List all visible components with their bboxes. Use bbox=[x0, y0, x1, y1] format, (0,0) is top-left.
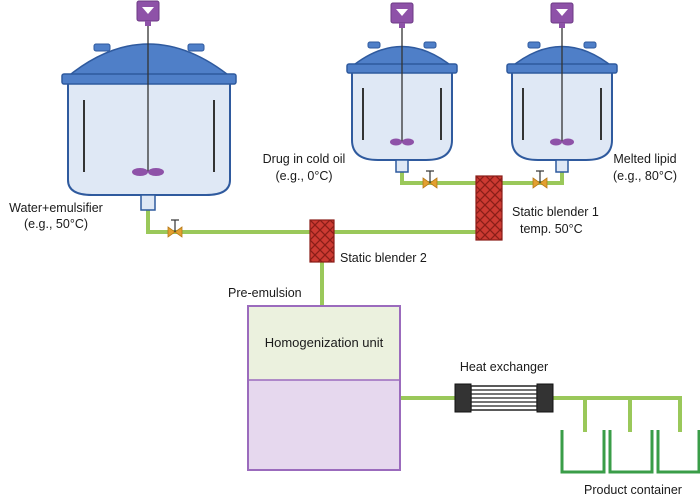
label-water-1: Water+emulsifier bbox=[9, 201, 103, 215]
valve-water-icon bbox=[167, 219, 183, 238]
pipe-hx-out bbox=[553, 396, 682, 432]
label-blender1-1: Static blender 1 bbox=[512, 205, 599, 219]
product-container-3 bbox=[656, 430, 700, 474]
motor-icon bbox=[390, 2, 414, 29]
tank-drug bbox=[346, 2, 458, 173]
valve-drug-icon bbox=[422, 170, 438, 189]
static-blender-2 bbox=[309, 219, 335, 263]
label-product-container: Product container bbox=[584, 483, 682, 497]
motor-icon bbox=[136, 0, 160, 27]
product-containers bbox=[560, 430, 700, 474]
label-lipid-1: Melted lipid bbox=[613, 152, 676, 166]
label-homogenization: Homogenization unit bbox=[265, 335, 384, 350]
motor-icon bbox=[550, 2, 574, 29]
tank-water bbox=[61, 0, 237, 211]
label-blender1-2: temp. 50°C bbox=[520, 222, 583, 236]
heat-exchanger bbox=[454, 383, 554, 413]
homogenization-unit bbox=[247, 305, 401, 471]
label-lipid-2: (e.g., 80°C) bbox=[613, 169, 677, 183]
pipes bbox=[146, 170, 682, 432]
label-heat-exchanger: Heat exchanger bbox=[460, 360, 548, 374]
label-blender2: Static blender 2 bbox=[340, 251, 427, 265]
label-water-2: (e.g., 50°C) bbox=[24, 217, 88, 231]
pipe-blender1-out bbox=[322, 218, 491, 234]
static-blender-1 bbox=[475, 175, 503, 241]
label-drug-1: Drug in cold oil bbox=[263, 152, 346, 166]
valve-lipid-icon bbox=[532, 170, 548, 189]
product-container-2 bbox=[608, 430, 654, 474]
label-pre-emulsion: Pre-emulsion bbox=[228, 286, 302, 300]
pipe-drug bbox=[400, 170, 476, 185]
pipe-lipid bbox=[502, 170, 564, 185]
pipe-water bbox=[146, 210, 322, 234]
product-container-1 bbox=[560, 430, 606, 474]
label-drug-2: (e.g., 0°C) bbox=[275, 169, 332, 183]
tank-lipid bbox=[506, 2, 618, 173]
